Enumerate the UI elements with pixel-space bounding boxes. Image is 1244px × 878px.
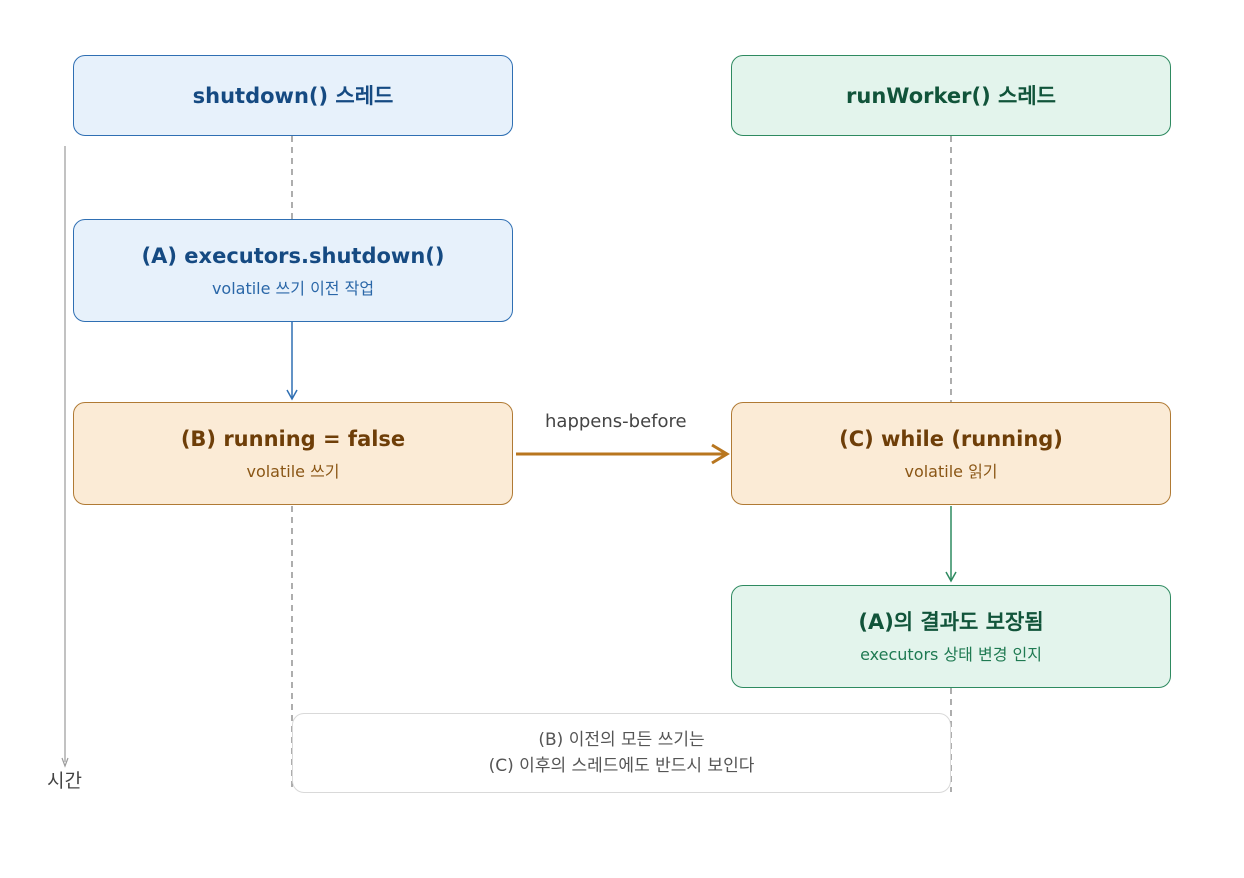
step-b-box: (B) running = false volatile 쓰기 (73, 402, 513, 505)
result-title: (A)의 결과도 보장됨 (858, 609, 1044, 634)
happens-before-arrowhead (711, 443, 730, 465)
left-thread-title: shutdown() 스레드 (192, 83, 394, 108)
happens-before-label: happens-before (545, 411, 687, 432)
arrow-c-to-result-head (945, 571, 957, 583)
step-a-subtitle: volatile 쓰기 이전 작업 (211, 278, 375, 298)
time-axis-arrowhead (61, 757, 69, 768)
note-line-2: (C) 이후의 스레드에도 반드시 보인다 (488, 756, 755, 776)
note-line-1: (B) 이전의 모든 쓰기는 (538, 730, 705, 750)
step-a-title: (A) executors.shutdown() (141, 243, 445, 268)
left-thread-header: shutdown() 스레드 (73, 55, 513, 136)
right-thread-header: runWorker() 스레드 (731, 55, 1171, 136)
step-b-subtitle: volatile 쓰기 (246, 461, 340, 481)
result-box: (A)의 결과도 보장됨 executors 상태 변경 인지 (731, 585, 1171, 688)
result-subtitle: executors 상태 변경 인지 (860, 644, 1042, 664)
step-c-box: (C) while (running) volatile 읽기 (731, 402, 1171, 505)
step-c-subtitle: volatile 읽기 (904, 461, 998, 481)
visibility-note: (B) 이전의 모든 쓰기는 (C) 이후의 스레드에도 반드시 보인다 (292, 713, 951, 793)
step-b-title: (B) running = false (180, 426, 406, 451)
time-axis-label: 시간 (47, 770, 82, 792)
step-a-box: (A) executors.shutdown() volatile 쓰기 이전 … (73, 219, 513, 322)
right-thread-title: runWorker() 스레드 (846, 83, 1056, 108)
arrow-a-to-b-head (286, 389, 298, 401)
step-c-title: (C) while (running) (839, 426, 1063, 451)
